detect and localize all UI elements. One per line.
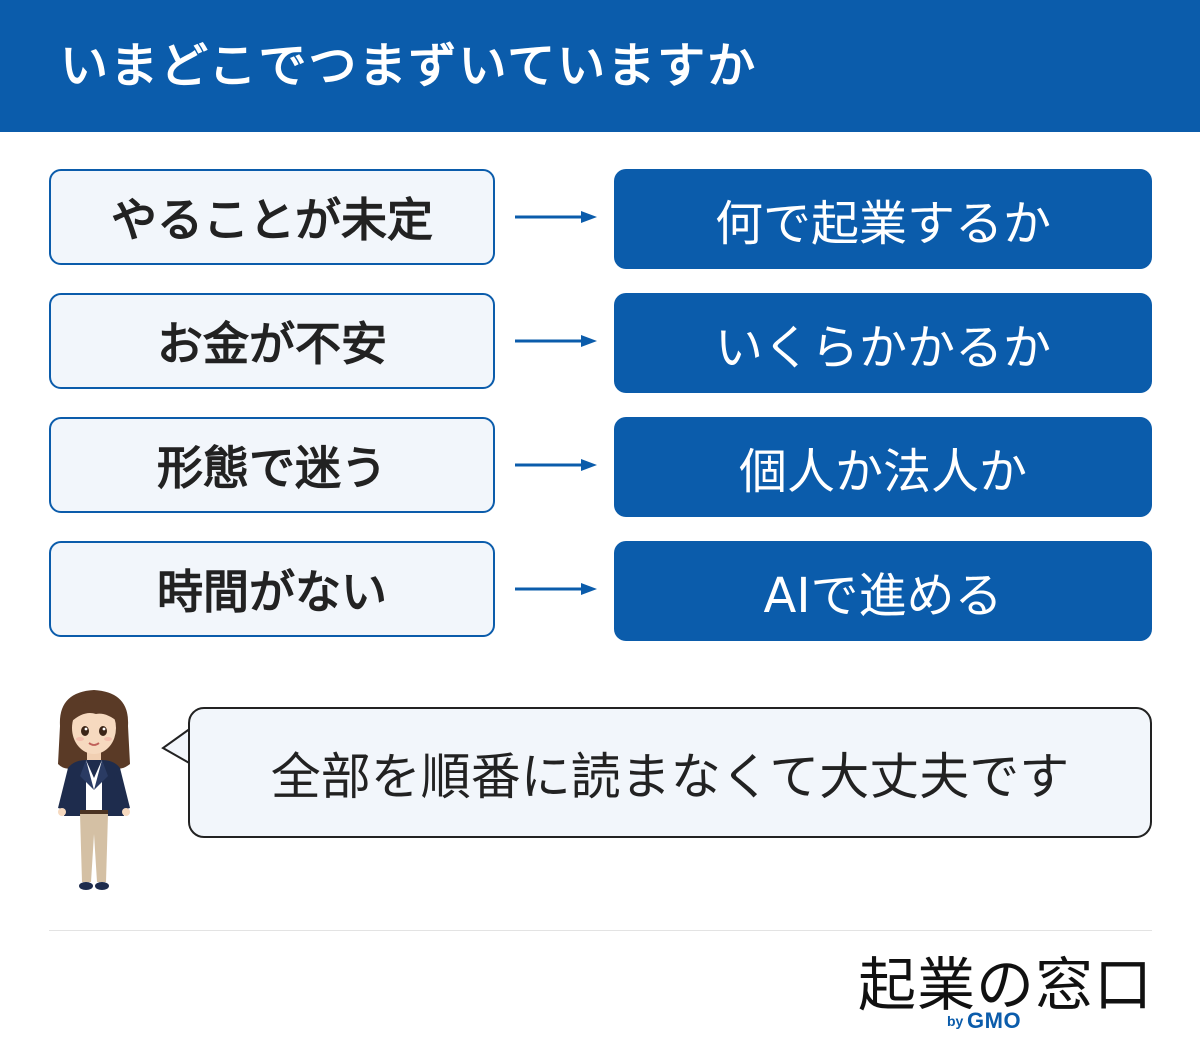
brand-logo-gmo: GMO <box>967 1008 1022 1033</box>
problem-label: やることが未定 <box>49 169 495 265</box>
solution-label: 何で起業するか <box>614 169 1152 269</box>
problem-label: お金が不安 <box>49 293 495 389</box>
speech-bubble-tail <box>161 727 193 765</box>
row-item: やることが未定 何で起業するか <box>0 169 1200 269</box>
brand-logo-by: by <box>947 1013 964 1029</box>
page-title: いまどこでつまずいていますか <box>60 38 758 94</box>
problem-label: 時間がない <box>49 541 495 637</box>
solution-label: 個人か法人か <box>614 417 1152 517</box>
solution-label: いくらかかるか <box>614 293 1152 393</box>
problem-label: 形態で迷う <box>49 417 495 513</box>
brand-logo-text: 起業の窓口 <box>858 951 1154 1019</box>
row-item: お金が不安 いくらかかるか <box>0 293 1200 393</box>
speech-bubble: 全部を順番に読まなくて大丈夫です <box>188 707 1152 838</box>
divider <box>49 930 1152 931</box>
arrow-right-icon <box>515 335 597 347</box>
speech-text: 全部を順番に読まなくて大丈夫です <box>270 747 1070 806</box>
avatar-illustration <box>58 690 130 890</box>
row-item: 形態で迷う 個人か法人か <box>0 417 1200 517</box>
arrow-right-icon <box>515 459 597 471</box>
arrow-right-icon <box>515 583 597 595</box>
arrow-right-icon <box>515 211 597 223</box>
header-banner: いまどこでつまずいていますか <box>0 0 1200 132</box>
row-item: 時間がない AIで進める <box>0 541 1200 641</box>
solution-label: AIで進める <box>614 541 1152 641</box>
